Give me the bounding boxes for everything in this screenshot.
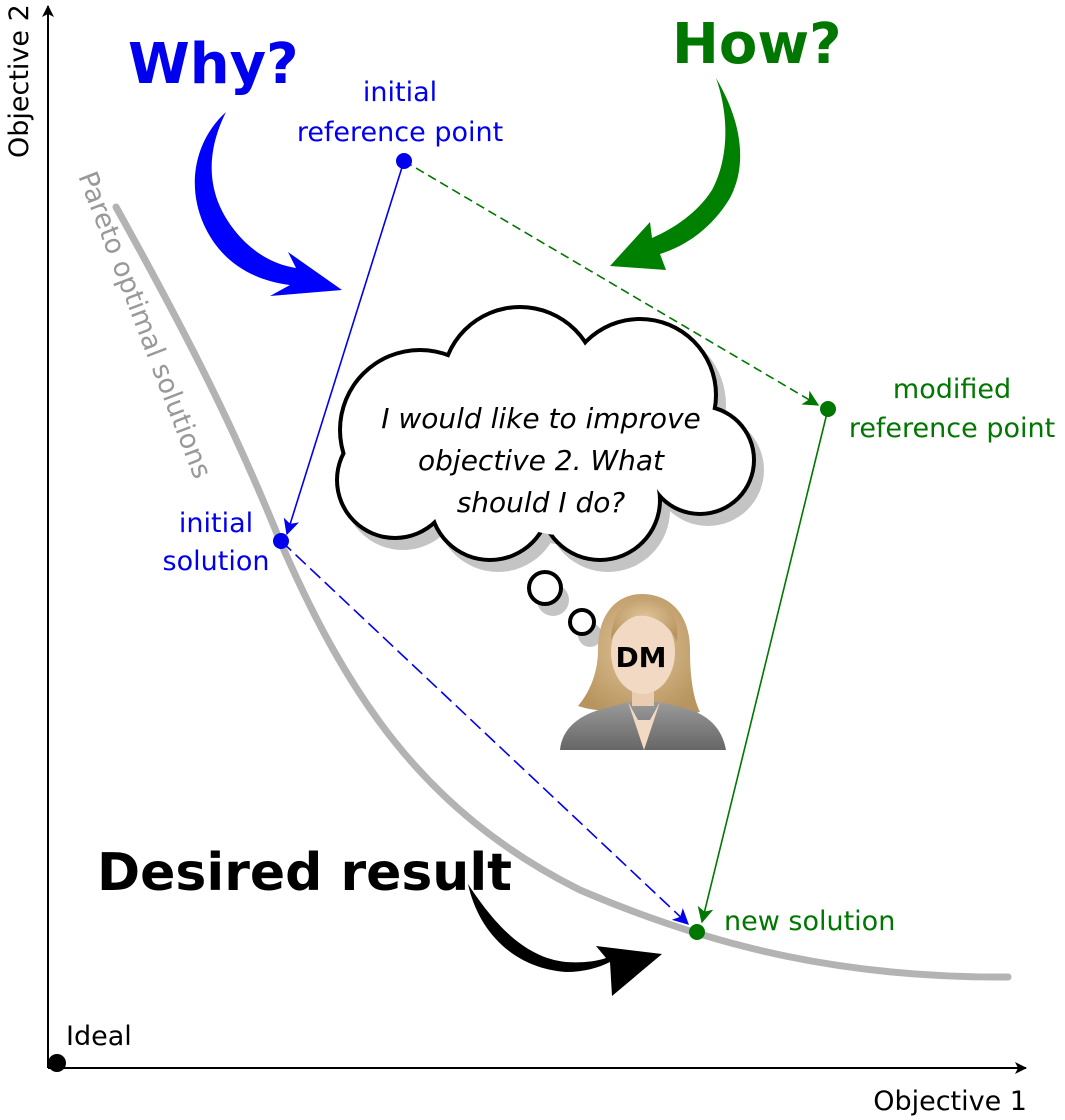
- initial-solution-point: [273, 533, 289, 549]
- modified-reference-point-label-line1: modified: [893, 374, 1011, 405]
- hair-fringe: [611, 598, 678, 642]
- ideal-label: Ideal: [66, 1021, 132, 1052]
- ref-to-modified-ref-arrow: [403, 160, 820, 406]
- thought-text-line1: I would like to improve: [381, 402, 701, 435]
- pareto-curve: [112, 203, 1012, 981]
- initial-solution-label-line2: solution: [163, 546, 270, 577]
- thought-text-line3: should I do?: [457, 486, 626, 519]
- thought-bubble: I would like to improve objective 2. Wha…: [335, 305, 764, 647]
- initial-reference-point-label-line1: initial: [363, 77, 437, 108]
- decision-maker-avatar-icon: DM: [560, 594, 726, 750]
- thought-text-line2: objective 2. What: [418, 444, 665, 477]
- how-group: How?: [610, 12, 842, 270]
- collar: [628, 702, 660, 750]
- y-axis-label: Objective 2: [4, 4, 35, 158]
- modified-reference-point-label-line2: reference point: [849, 413, 1055, 444]
- points: initial reference point initial solution…: [163, 77, 1055, 940]
- why-group: Why?: [128, 32, 342, 296]
- thought-bubble-dot-large: [527, 570, 563, 606]
- axes: Objective 2 Objective 1 Ideal: [4, 4, 1027, 1117]
- how-label: How?: [672, 12, 842, 77]
- initial-to-new-solution-arrow: [280, 540, 689, 925]
- why-label: Why?: [128, 32, 299, 97]
- desired-result-group: Desired result: [97, 843, 662, 996]
- new-solution-label: new solution: [724, 906, 895, 937]
- initial-solution-label-line1: initial: [179, 508, 253, 539]
- initial-reference-point-label-line2: reference point: [297, 117, 503, 148]
- dm-label: DM: [615, 641, 666, 674]
- ideal-point: [48, 1054, 66, 1072]
- thought-bubble-dot-small: [568, 608, 596, 636]
- why-curved-arrow-icon: [194, 112, 342, 296]
- initial-reference-point: [396, 153, 412, 169]
- face: [611, 610, 675, 694]
- connections: [280, 160, 829, 925]
- ref-to-initial-solution-arrow: [283, 160, 405, 536]
- how-curved-arrow-icon: [610, 78, 741, 270]
- modified-ref-to-new-solution-arrow: [697, 408, 829, 924]
- desired-result-label: Desired result: [97, 843, 512, 903]
- modified-reference-point: [820, 401, 836, 417]
- pareto-curve-label: Pareto optimal solutions: [71, 167, 217, 483]
- desired-result-curved-arrow-icon: [468, 884, 662, 996]
- new-solution-point: [689, 924, 705, 940]
- x-axis-label: Objective 1: [873, 1086, 1027, 1117]
